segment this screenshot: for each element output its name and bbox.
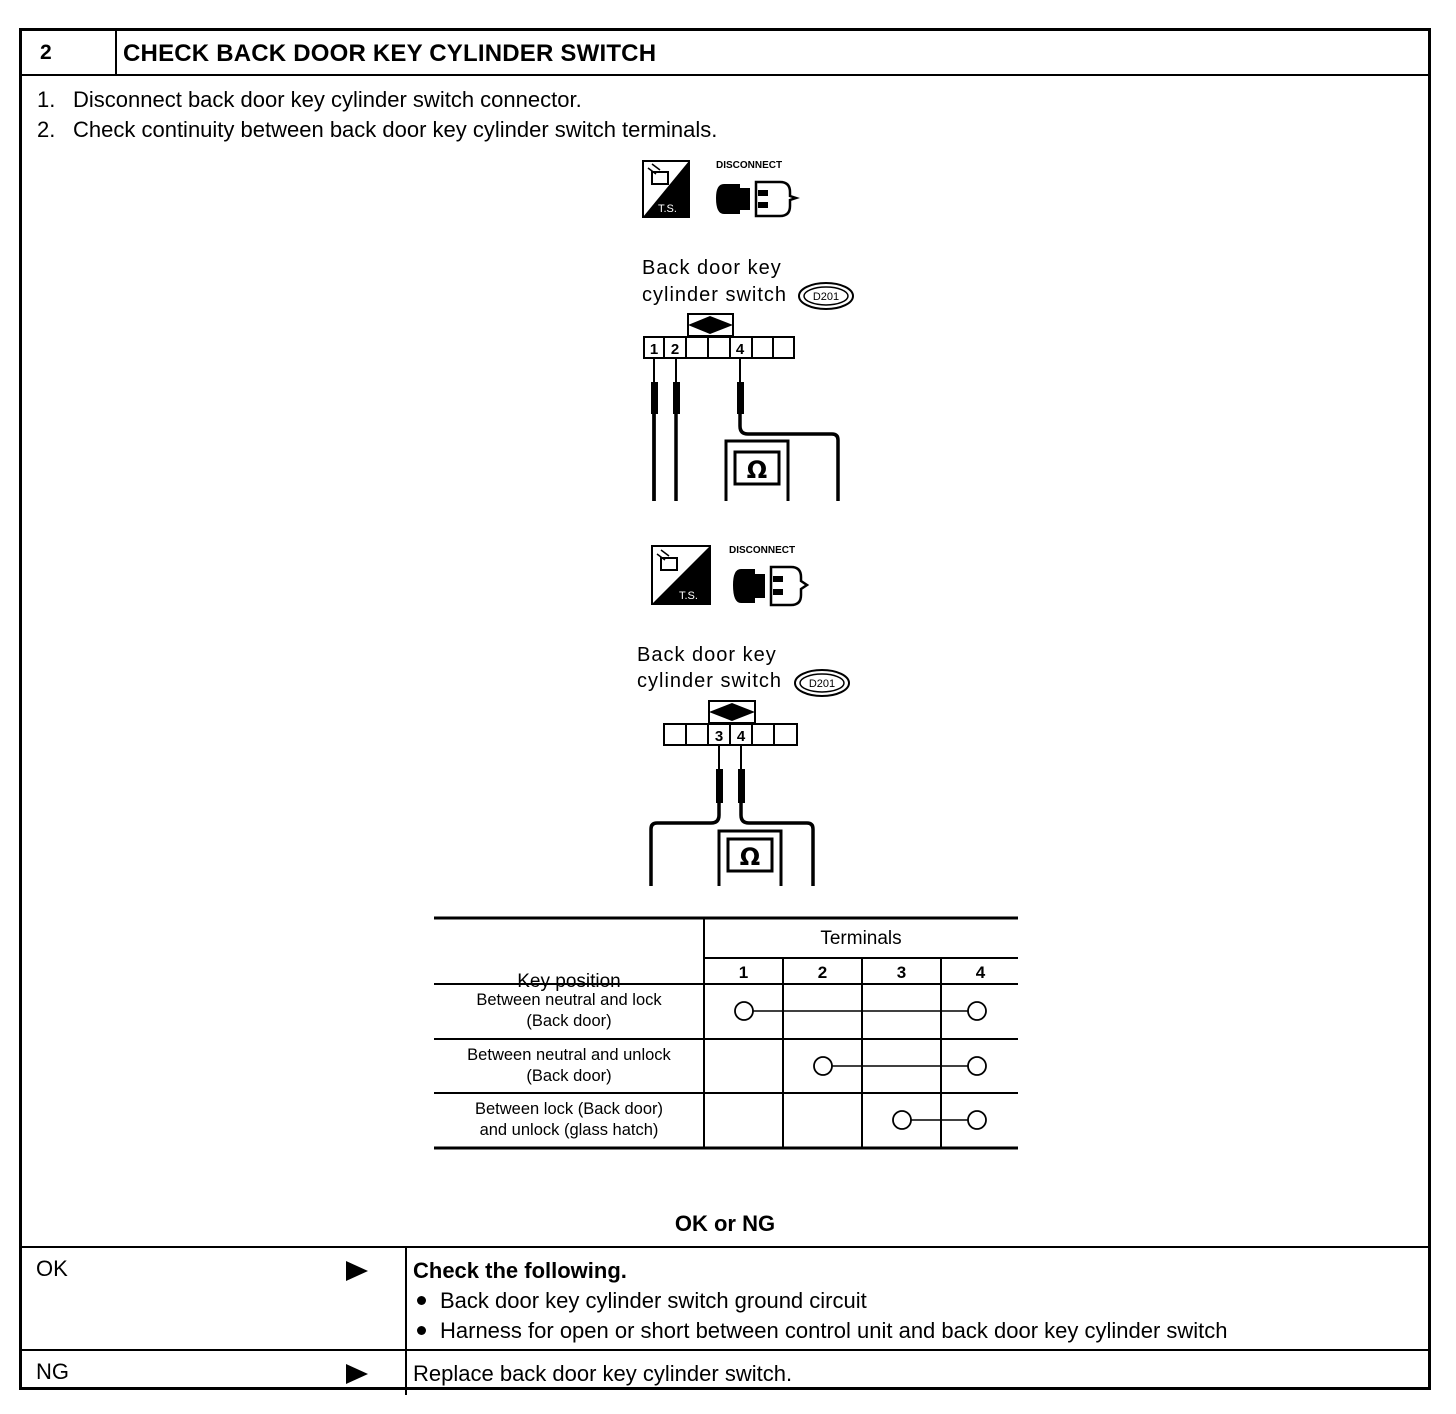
step-index: 2. [37, 117, 56, 142]
row-label-line2: and unlock (glass hatch) [479, 1121, 659, 1139]
connector-face: 3 4 [663, 700, 798, 746]
table-row-label: Between neutral and unlock (Back door) [434, 1045, 704, 1087]
ok-heading: Check the following. [413, 1258, 627, 1284]
table-row-label: Between neutral and lock (Back door) [434, 990, 704, 1032]
row-label-line2: (Back door) [526, 1012, 612, 1030]
continuity-node [967, 1056, 987, 1076]
list-item-text: Harness for open or short between contro… [440, 1318, 1228, 1343]
continuity-node [734, 1001, 754, 1021]
meter-leads [649, 745, 815, 886]
disconnect-label: DISCONNECT [729, 545, 795, 556]
connector-id-badge: D201 [794, 669, 850, 697]
disconnect-icon: DISCONNECT [729, 545, 810, 607]
ts-label: T.S. [679, 590, 698, 602]
table-row-label: Between lock (Back door) and unlock (gla… [434, 1099, 704, 1141]
header-key-position: Key position [517, 971, 621, 992]
connector-id: D201 [809, 678, 835, 690]
step-text: Disconnect back door key cylinder switch… [73, 87, 582, 112]
list-item: Harness for open or short between contro… [417, 1318, 1228, 1344]
ohm-symbol: Ω [740, 843, 760, 871]
continuity-node [892, 1110, 912, 1130]
continuity-node [967, 1110, 987, 1130]
diagram-caption-line1: Back door key [637, 644, 777, 666]
instruction-step-2: 2. Check continuity between back door key… [37, 117, 717, 143]
ng-arrow-icon [346, 1364, 368, 1384]
ok-arrow-icon [346, 1261, 368, 1281]
list-item-text: Back door key cylinder switch ground cir… [440, 1288, 867, 1313]
wiring-diagram-terminals-1-2-4: T.S. DISCONNECT Back door key cylinder s… [642, 160, 854, 501]
row-label-line1: Between lock (Back door) [474, 1100, 663, 1118]
diagram-caption-line2: cylinder switch [642, 284, 787, 306]
result-row-divider [22, 1349, 1428, 1351]
continuity-table-grid [434, 916, 1018, 1150]
terminal-col-4: 4 [975, 963, 986, 982]
diagram-caption-line2: cylinder switch [637, 670, 782, 692]
wiring-diagram-terminals-3-4: T.S. DISCONNECT Back door key cylinder s… [637, 545, 850, 886]
ohm-symbol: Ω [747, 456, 767, 484]
connector-id: D201 [813, 291, 839, 303]
ok-heading-text: Check the following. [413, 1258, 627, 1283]
header-terminals: Terminals [820, 928, 902, 949]
step-title: CHECK BACK DOOR KEY CYLINDER SWITCH [117, 31, 1428, 76]
terminal-col-3: 3 [896, 963, 907, 982]
step-text: Check continuity between back door key c… [73, 117, 718, 142]
ok-label: OK [36, 1256, 68, 1281]
terminal-col-1: 1 [738, 963, 749, 982]
continuity-marks [734, 1001, 987, 1130]
row-label-line1: Between neutral and unlock [467, 1046, 671, 1064]
result-table: OK Check the following. Back door key cy… [22, 1246, 1428, 1395]
ts-label: T.S. [658, 203, 677, 215]
list-item: Back door key cylinder switch ground cir… [417, 1288, 867, 1314]
result-divider [405, 1248, 407, 1395]
row-label-line2: (Back door) [526, 1067, 612, 1085]
terminal-label: 4 [737, 728, 746, 745]
terminal-label: 3 [715, 728, 723, 745]
terminal-col-2: 2 [817, 963, 828, 982]
inspection-procedure-frame: 2 CHECK BACK DOOR KEY CYLINDER SWITCH 1.… [19, 28, 1431, 1395]
instruction-step-1: 1. Disconnect back door key cylinder swit… [37, 87, 582, 113]
ohmmeter: Ω [724, 439, 790, 501]
disconnect-label: DISCONNECT [716, 160, 782, 171]
meter-leads [651, 358, 840, 501]
ok-or-ng-heading: OK or NG [674, 1211, 776, 1236]
ohmmeter: Ω [717, 829, 783, 886]
bullet-icon [417, 1325, 426, 1335]
diagram-caption-line1: Back door key [642, 257, 782, 279]
disconnect-icon: DISCONNECT [716, 160, 800, 218]
step-number: 2 [22, 31, 117, 76]
connector-id-badge: D201 [798, 282, 854, 310]
row-label-line1: Between neutral and lock [476, 991, 662, 1009]
terminal-label: 2 [671, 341, 679, 358]
terminal-label: 4 [736, 341, 745, 358]
ng-label: NG [36, 1359, 69, 1384]
step-index: 1. [37, 87, 56, 112]
connector-face: 1 2 4 [643, 313, 795, 359]
ng-text: Replace back door key cylinder switch. [413, 1361, 793, 1386]
continuity-table: Key position Terminals 1 2 3 4 Between n… [434, 916, 1018, 1150]
terminal-label: 1 [650, 341, 658, 358]
bullet-icon [417, 1295, 426, 1305]
ts-icon: T.S. [642, 160, 690, 218]
ts-icon: T.S. [651, 545, 711, 605]
continuity-node [813, 1056, 833, 1076]
continuity-node [967, 1001, 987, 1021]
